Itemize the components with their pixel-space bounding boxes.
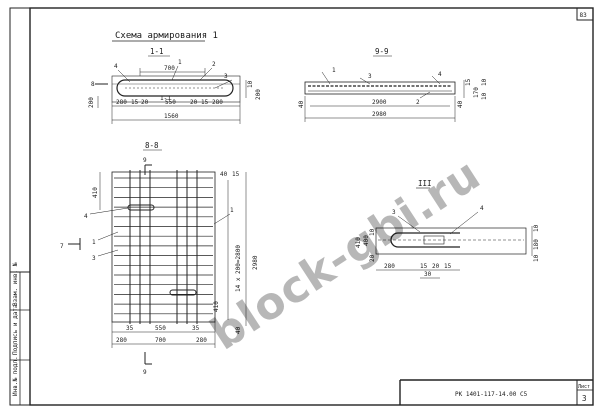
s3-callout-1b: 1 (230, 207, 234, 214)
s4-bdim-280: 280 (384, 263, 395, 270)
s1-left-dim: 200 (88, 97, 95, 108)
watermark: block-gbi.ru (202, 149, 490, 361)
doc-code: РК 1401-117-14.00 С5 (455, 391, 528, 398)
sheet-title: Схема армирования 1 (115, 31, 218, 41)
s2-end-left: 40 (298, 100, 305, 108)
s4-ldim-0: 410 (355, 237, 362, 248)
s1-dim-700: 700 (164, 65, 175, 72)
s2-rdim-1: 170 (473, 87, 480, 98)
s1-dim-b2: 20 (141, 99, 149, 106)
s2-callout-3: 3 (368, 73, 372, 80)
s3-rdim-40: 40 (235, 326, 242, 334)
section-8-8: 8-8 9 4 1 3 1 7 410 40 15 (60, 141, 259, 376)
s3-rdim-410: 410 (213, 301, 220, 312)
s1-right-dim-0: 10 (247, 80, 254, 88)
s3-callout-1: 1 (92, 239, 96, 246)
s3-rdim-2800: 14 х 200=2800 (235, 245, 242, 292)
s2-rdim-0: 15 (465, 78, 472, 86)
s1-right-dim-1: 200 (255, 89, 262, 100)
section-8-8-label: 8-8 (145, 141, 159, 150)
s3-callout-4: 4 (84, 213, 88, 220)
stamp-inv: Инв.№ подл. (12, 356, 19, 396)
s2-callout-4: 4 (438, 71, 442, 78)
section-III-label: III (418, 179, 432, 188)
s2-dim-2900: 2900 (372, 99, 387, 106)
s1-dim-b4: 20 (190, 99, 198, 106)
s3-bdim-280b: 280 (196, 337, 207, 344)
s4-ldim-3: 20 (369, 254, 376, 262)
s3-top-dim-15: 15 (232, 171, 240, 178)
side-stamp: Инв.№ подл. Подпись и дата Взам. инв. № (10, 262, 30, 405)
corner-number: 83 (580, 12, 588, 19)
s3-bdim-280a: 280 (116, 337, 127, 344)
longitudinal-bars (129, 170, 198, 324)
s3-bdim-35b: 35 (192, 325, 200, 332)
s2-callout-1: 1 (332, 67, 336, 74)
s2-callout-2: 2 (416, 99, 420, 106)
s1-side-mark: 8 (91, 81, 95, 88)
s1-dim-b0: 280 (116, 99, 127, 106)
s1-callout-2: 2 (212, 61, 216, 68)
section-III: III 3 4 410 400 10 20 280 15 20 15 30 10… (355, 179, 540, 279)
s4-bdim-20: 20 (432, 263, 440, 270)
s4-bdim-15a: 15 (420, 263, 428, 270)
s4-rdim-1: 180 (533, 239, 540, 250)
stamp-sign: Подпись и дата (12, 304, 19, 355)
s1-overall: 1560 (164, 113, 179, 120)
section-9-9-label: 9-9 (375, 47, 389, 56)
s3-bdim-35a: 35 (126, 325, 134, 332)
s3-cut-top: 9 (143, 157, 147, 164)
s3-top-dim-40: 40 (220, 171, 228, 178)
s3-callout-3: 3 (92, 255, 96, 262)
s4-callout-3: 3 (392, 209, 396, 216)
s4-sub-dim: 30 (424, 271, 432, 278)
stamp-replace: Взам. инв. № (12, 262, 19, 306)
s1-dim-b5: 15 (201, 99, 209, 106)
s2-dim-2980: 2980 (372, 111, 387, 118)
title-block: РК 1401-117-14.00 С5 Лист 3 (399, 379, 593, 405)
s4-callout-4: 4 (480, 205, 484, 212)
s4-ldim-1: 400 (363, 235, 370, 246)
transverse-bars (114, 177, 213, 315)
inner-frame (29, 7, 594, 406)
s1-dim-b6: 280 (212, 99, 223, 106)
sheet-label: Лист (578, 384, 590, 390)
s1-callout-1: 1 (178, 59, 182, 66)
s1-mid-mark: 1-1 (160, 95, 171, 102)
s4-ldim-2: 10 (369, 228, 376, 236)
s1-dim-b1: 15 (131, 99, 139, 106)
s2-rdim-3: 10 (481, 92, 488, 100)
section-1-1: 1-1 700 4 1 2 3 8 200 1-1 280 15 20 550 … (88, 47, 262, 124)
s2-end-right: 40 (457, 100, 464, 108)
s1-callout-4: 4 (114, 63, 118, 70)
s4-bdim-15b: 15 (444, 263, 452, 270)
s1-callout-3: 3 (224, 73, 228, 80)
s4-rdim-0: 10 (533, 224, 540, 232)
outer-frame (9, 7, 594, 406)
sheet-number: 3 (582, 394, 587, 403)
s3-side-cut: 7 (60, 243, 64, 250)
plate-outline (111, 171, 216, 323)
s3-bdim-550: 550 (155, 325, 166, 332)
s1-dim-b3: 550 (165, 99, 176, 106)
s4-rdim-2: 10 (533, 254, 540, 262)
s3-left-dim: 410 (92, 187, 99, 198)
section-9-9: 9-9 1 3 4 2 2900 2980 40 40 15 170 10 10 (298, 47, 488, 122)
section-1-1-label: 1-1 (150, 47, 164, 56)
s3-bdim-700: 700 (155, 337, 166, 344)
corner-box (576, 7, 594, 21)
s3-rdim-2980: 2980 (252, 255, 259, 270)
s3-cut-bottom: 9 (143, 369, 147, 376)
s2-rdim-2: 10 (481, 78, 488, 86)
